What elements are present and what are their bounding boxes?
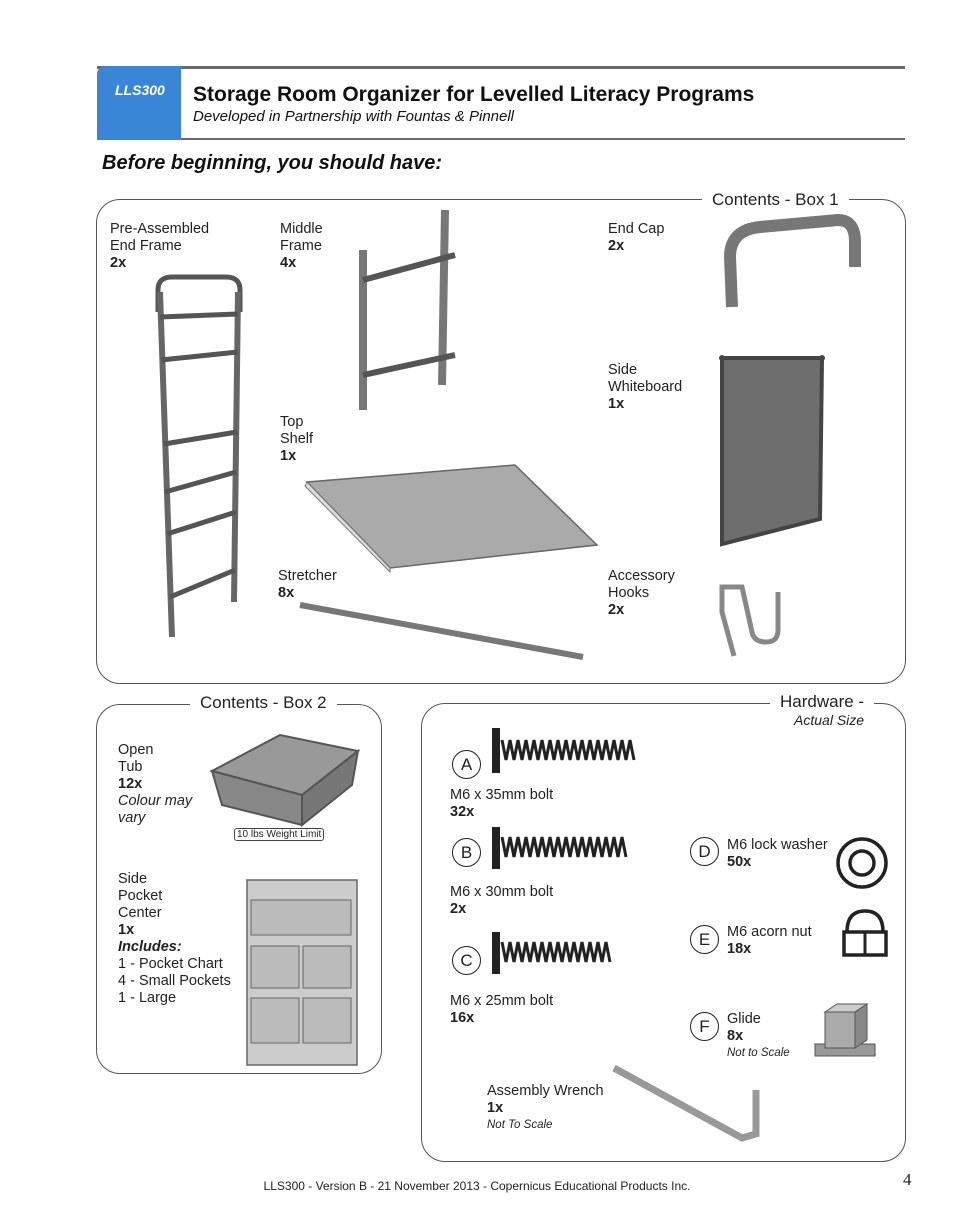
acorn-nut-icon — [842, 909, 888, 957]
header-rule-top — [97, 66, 905, 69]
tub-illustration — [209, 733, 361, 828]
product-code: LLS300 — [115, 82, 165, 98]
whiteboard-illustration — [719, 355, 825, 547]
box1-legend: Contents - Box 1 — [702, 190, 849, 210]
glide-illustration — [813, 1003, 877, 1057]
end-frame-illustration — [155, 274, 243, 638]
hardware-letter-e: E — [690, 925, 719, 954]
product-code-badge: LLS300 — [97, 66, 181, 140]
footer-text: LLS300 - Version B - 21 November 2013 - … — [263, 1179, 691, 1193]
page-subtitle: Developed in Partnership with Fountas & … — [193, 108, 515, 125]
hardware-legend: Hardware - Actual Size — [770, 692, 875, 730]
lock-washer-icon — [836, 837, 888, 889]
hardware-frame — [421, 703, 906, 1162]
weight-limit-tag: 10 lbs Weight Limit — [234, 828, 325, 841]
hardware-letter-d: D — [690, 837, 719, 866]
hardware-letter-b: B — [452, 838, 481, 867]
box1-frame — [96, 199, 906, 684]
bolt-b-icon — [492, 827, 628, 869]
page-number: 4 — [903, 1170, 912, 1189]
stretcher-illustration — [299, 602, 584, 660]
hardware-letter-c: C — [452, 946, 481, 975]
header-rule-bottom — [97, 138, 905, 140]
page-title: Storage Room Organizer for Levelled Lite… — [193, 83, 755, 106]
hardware-letter-f: F — [690, 1012, 719, 1041]
middle-frame-illustration — [359, 209, 456, 410]
bolt-a-icon — [492, 728, 636, 773]
box2-legend: Contents - Box 2 — [190, 693, 337, 713]
hardware-letter-a: A — [452, 750, 481, 779]
top-shelf-illustration — [304, 464, 599, 574]
pocket-chart-illustration — [246, 879, 358, 1066]
bolt-c-icon — [492, 932, 612, 974]
wrench-illustration — [612, 1064, 760, 1142]
end-cap-illustration — [723, 213, 861, 308]
accessory-hooks-illustration — [719, 584, 781, 657]
intro-heading: Before beginning, you should have: — [102, 152, 443, 174]
